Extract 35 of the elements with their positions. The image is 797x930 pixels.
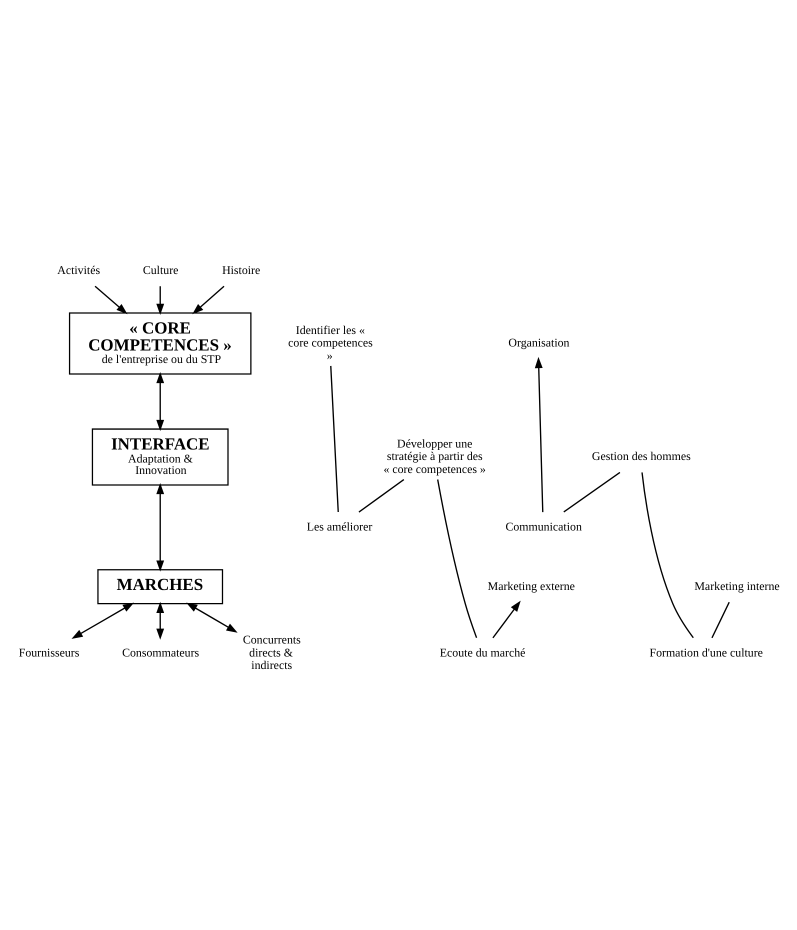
arrow (186, 602, 238, 632)
arrow (192, 285, 224, 314)
node-text: Formation d'une culture (649, 644, 763, 659)
node-text: Fournisseurs (18, 644, 80, 659)
node-text: Activités (57, 262, 100, 276)
connector (711, 601, 730, 638)
node-text: Organisation (508, 335, 570, 350)
node-box: MARCHES (97, 568, 224, 604)
arrow (72, 602, 134, 638)
node-text: Histoire (222, 262, 260, 276)
node-text: Communication (505, 518, 582, 533)
arrow (156, 286, 164, 314)
connector (437, 478, 478, 638)
node-text: Consommateurs (122, 644, 200, 659)
node-text: Concurrents directs & indirects (242, 632, 301, 672)
node-text: Marketing interne (694, 578, 780, 592)
node-box: « CORE COMPETENCES » de l'entreprise ou du STP (68, 312, 252, 374)
node-text: Les améliorer (306, 518, 372, 533)
node-box: INTERFACE Adaptation & Innovation (92, 428, 229, 486)
node-text: Gestion des hommes (592, 448, 691, 463)
arrow (534, 356, 544, 512)
node-text: Développer une stratégie à partir des « core competences » (383, 436, 486, 476)
connector (330, 365, 339, 512)
arrow (94, 285, 128, 314)
node-text: Culture (142, 262, 178, 276)
node-text: Marketing externe (488, 578, 575, 592)
connector (563, 471, 620, 512)
node-text: Ecoute du marché (440, 644, 526, 659)
arrow (156, 601, 164, 640)
arrow (156, 482, 164, 572)
node-text: Identifier les « core competences » (288, 322, 373, 362)
connector (358, 478, 404, 512)
arrow (156, 371, 164, 431)
connector (641, 472, 694, 638)
arrow (492, 600, 521, 638)
